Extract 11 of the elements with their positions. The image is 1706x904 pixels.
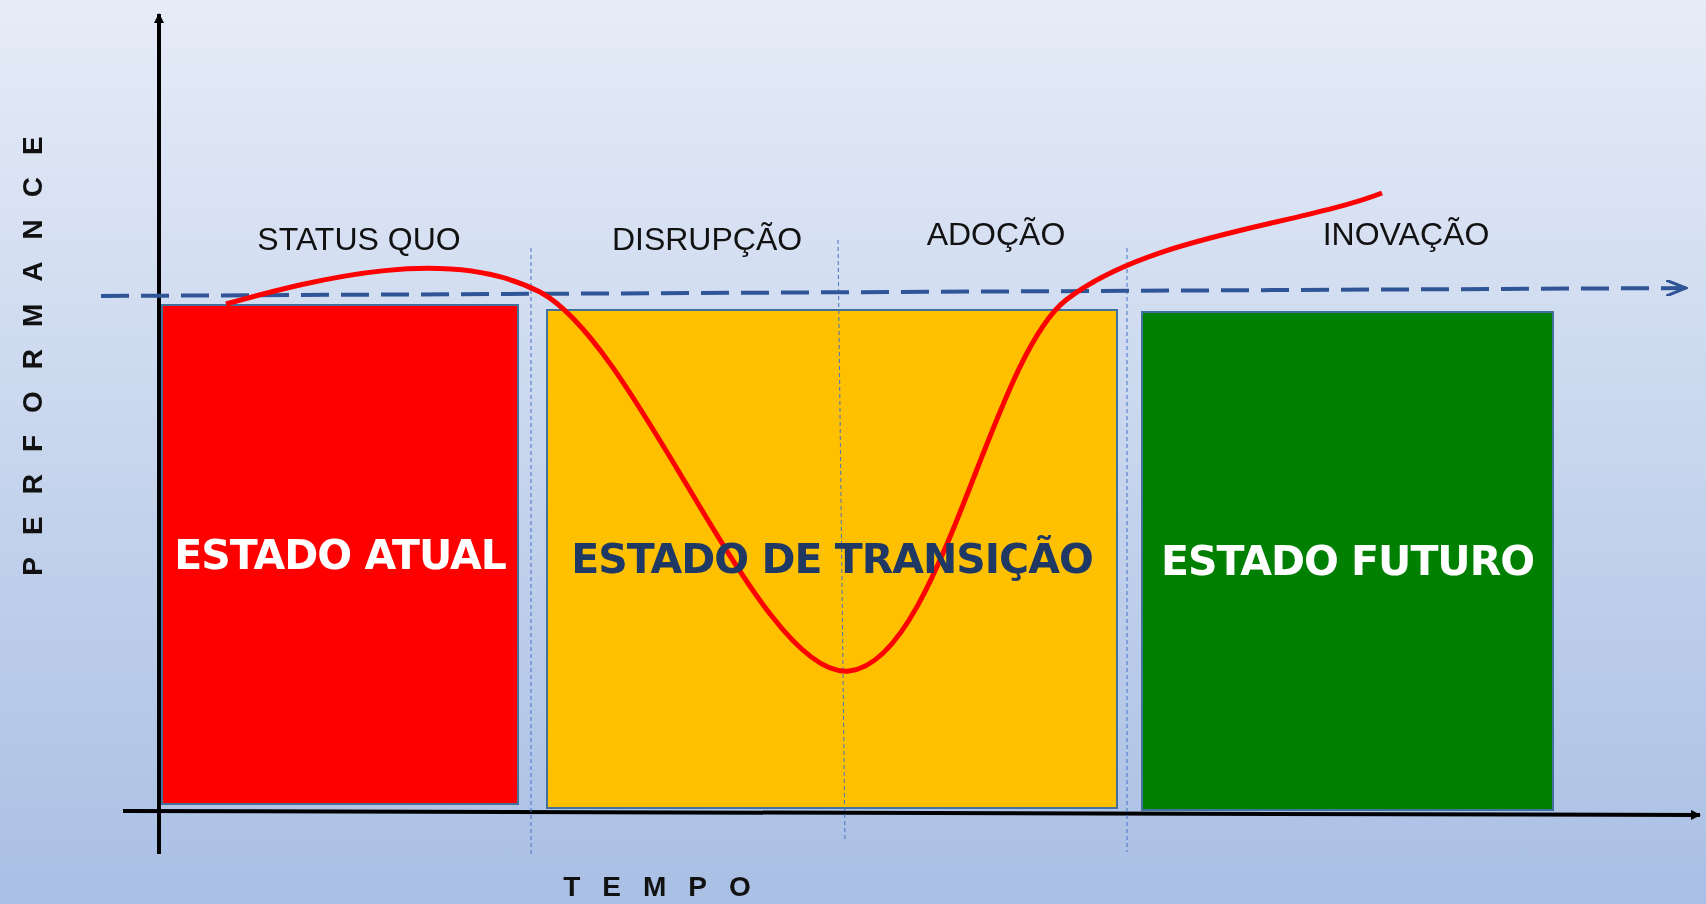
phase-label: DISRUPÇÃO (611, 220, 803, 258)
state-box (161, 304, 519, 805)
phase-label: STATUS QUO (257, 220, 461, 258)
state-label: ESTADO ATUAL (174, 530, 506, 579)
y-axis-title: PERFORMANCE (17, 114, 49, 576)
state-label: ESTADO FUTURO (1160, 537, 1535, 585)
x-axis-title: TEMPO (563, 871, 773, 903)
state-box (546, 309, 1118, 809)
phase-label: ADOÇÃO (926, 215, 1066, 253)
state-box (1141, 311, 1554, 811)
phase-label: INOVAÇÃO (1322, 215, 1490, 253)
